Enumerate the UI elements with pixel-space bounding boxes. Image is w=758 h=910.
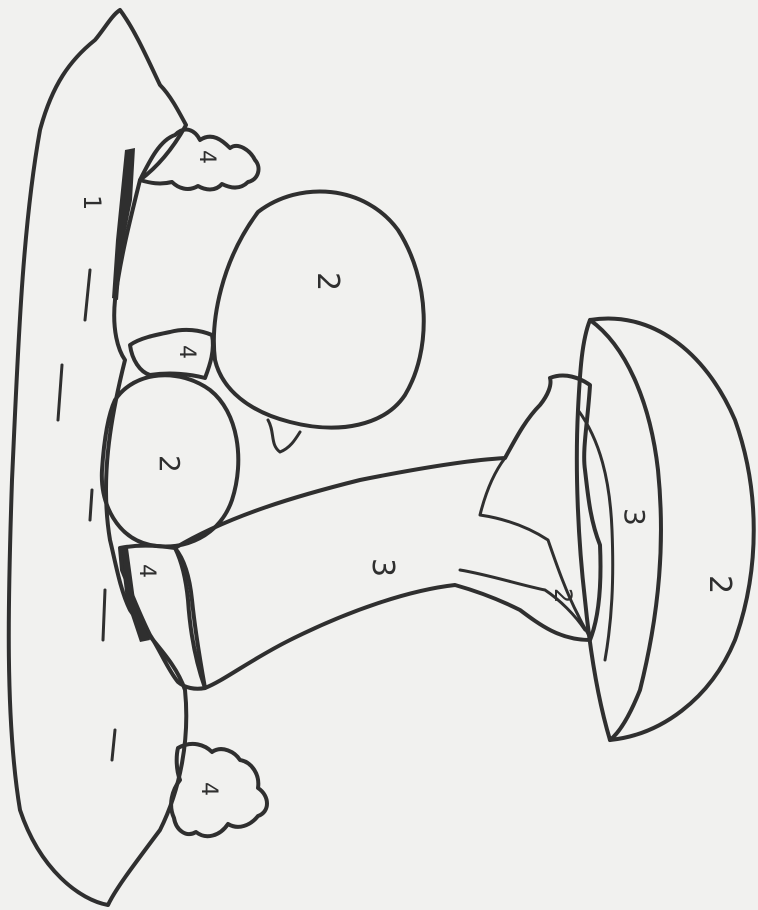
label-moss-mid: 4 — [174, 345, 199, 359]
label-gills: 3 — [618, 508, 651, 526]
label-moss-base: 4 — [134, 564, 159, 578]
label-stem-tab: 2 — [549, 588, 577, 603]
label-stem: 3 — [365, 558, 400, 577]
label-cap: 2 — [702, 575, 737, 594]
label-ground: 1 — [78, 195, 106, 210]
label-moss-bottom: 4 — [196, 782, 221, 796]
label-boulder-small: 2 — [153, 455, 186, 473]
label-moss-top: 4 — [194, 150, 219, 164]
label-boulder-large: 2 — [310, 272, 345, 291]
